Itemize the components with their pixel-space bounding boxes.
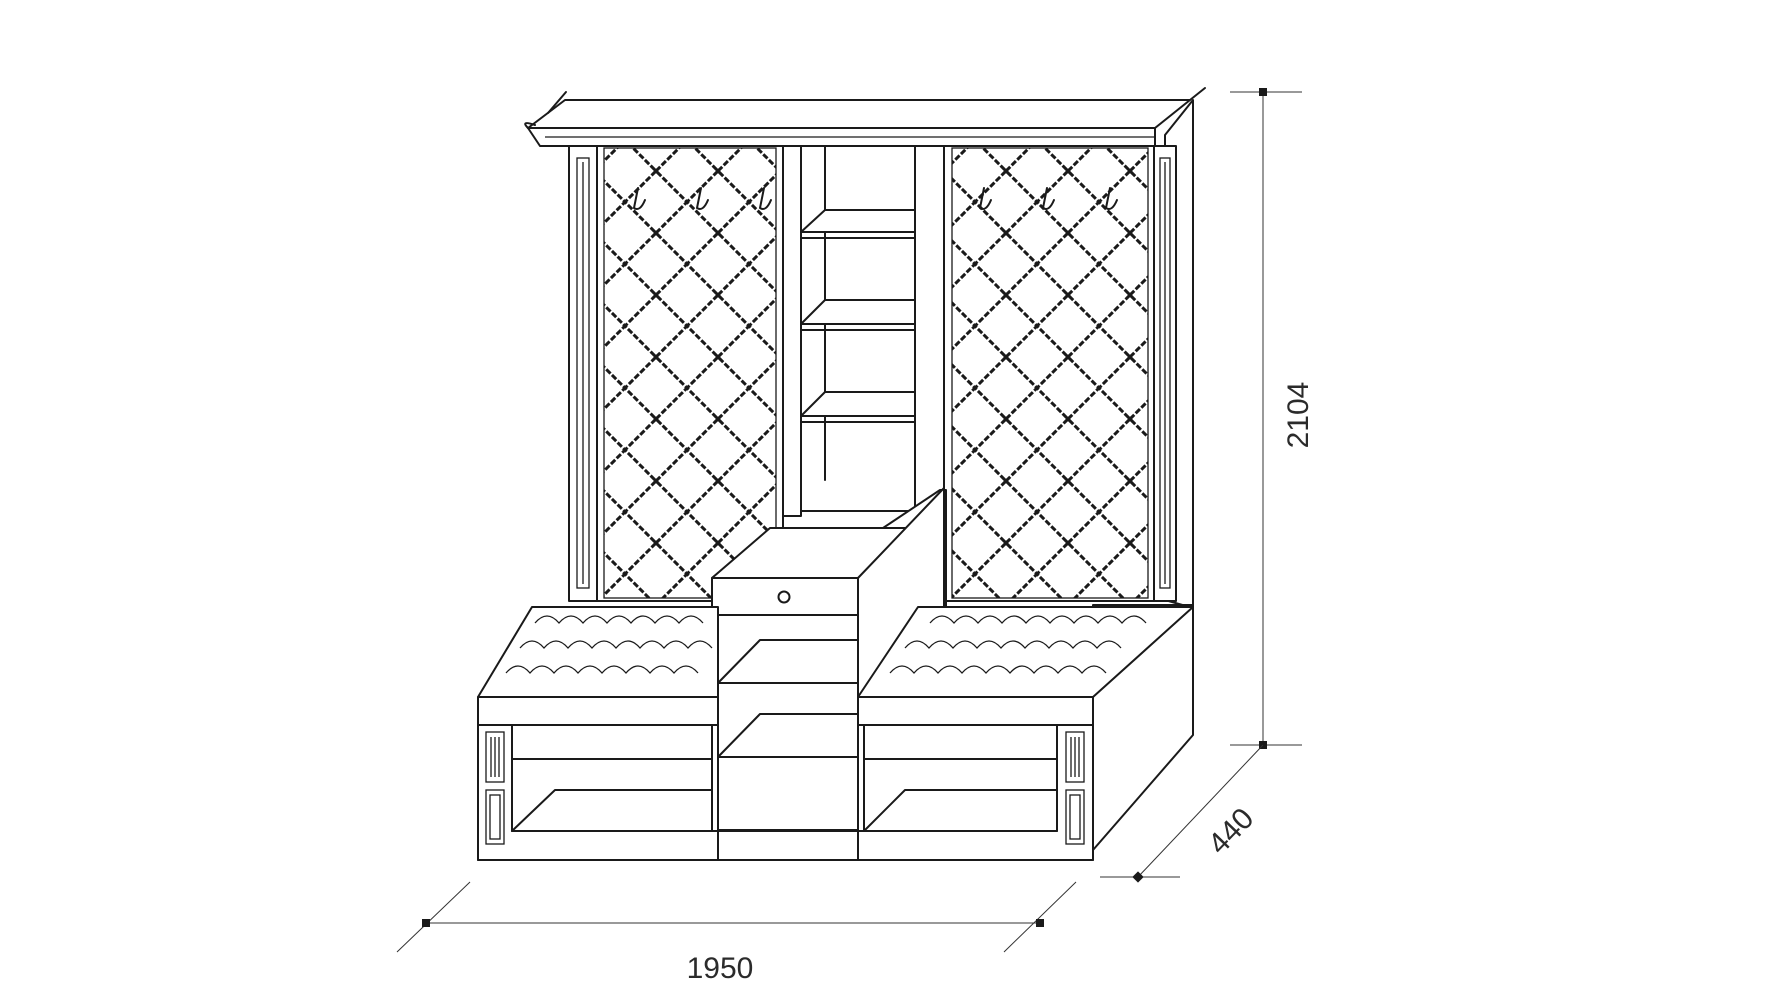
left-pilaster xyxy=(568,145,598,602)
coat-hooks xyxy=(633,187,1118,210)
height-label: 2104 xyxy=(1282,382,1315,449)
height-dimension: 2104 xyxy=(1230,88,1315,749)
left-quilted-panel xyxy=(596,145,784,602)
right-quilted-panel xyxy=(943,145,1155,602)
central-shelving xyxy=(782,145,945,517)
width-label: 1950 xyxy=(687,952,754,985)
depth-label: 440 xyxy=(1202,802,1261,861)
right-bench xyxy=(857,606,1194,861)
left-bench xyxy=(477,606,719,861)
width-dimension: 1950 xyxy=(396,881,1077,985)
plinth xyxy=(477,830,1094,861)
right-pilaster xyxy=(1153,145,1177,602)
cornice xyxy=(524,87,1206,147)
